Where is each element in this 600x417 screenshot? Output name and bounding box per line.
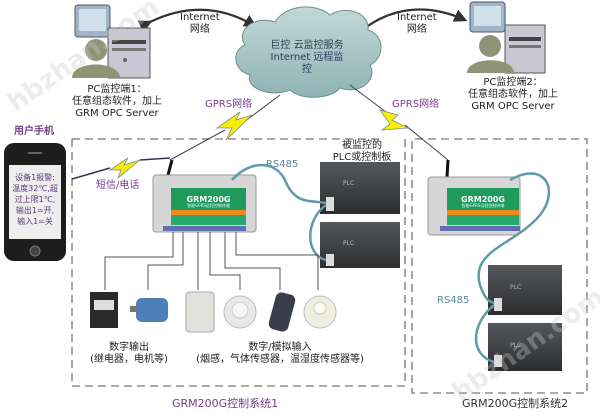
- plc-caption-line2: PLC或控制板: [332, 152, 392, 163]
- device1-model: GRM200G: [186, 195, 231, 204]
- gprs-link-right-2: [404, 124, 449, 161]
- cloud-shape: [235, 6, 382, 98]
- phone-icon: [4, 143, 66, 261]
- plc-unit-1: [320, 162, 400, 214]
- rs485-cable-4: [474, 304, 495, 364]
- plc-label-3: PLC: [510, 284, 522, 291]
- digital-input-line1: 数字/模拟输入: [248, 342, 312, 353]
- rs485-cable-3: [477, 172, 551, 305]
- phone-screen-line: 设备1报警:: [15, 173, 55, 182]
- digital-input-line2: (烟感，气体传感器，温湿度传感器等): [196, 354, 364, 365]
- sms-link: [71, 167, 111, 180]
- pc-monitor-icon-1: [72, 4, 151, 79]
- lightning-icon-left: [215, 111, 253, 141]
- lightning-icon-right: [379, 109, 410, 131]
- system1-label: GRM200G控制系统1: [172, 397, 279, 410]
- smoke-detector-icon: [223, 295, 257, 329]
- pc2-label-line1: PC监控端2：: [483, 77, 543, 88]
- relay-icon: [90, 292, 118, 328]
- pc-monitor-icon-2: [467, 1, 546, 74]
- pc2-label-line3: GRM OPC Server: [471, 101, 555, 112]
- sms-label: 短信/电话: [96, 180, 140, 191]
- pc1-label-line2: 任意组态软件，加上: [72, 96, 162, 107]
- gprs-label-right: GPRS网络: [392, 99, 440, 110]
- plc-label-2: PLC: [343, 240, 355, 247]
- internet-label-left-line1: Internet: [180, 12, 220, 23]
- device2-subtitle: 智能GPRS远程控制终端: [461, 203, 505, 208]
- phone-title: 用户手机: [14, 126, 54, 137]
- io-wires: [104, 232, 319, 290]
- gprs-link-right: [349, 84, 391, 116]
- digital-output-line1: 数字输出: [109, 342, 149, 353]
- rs485-label-2: RS485: [437, 295, 470, 306]
- heat-detector-icon: [303, 295, 337, 329]
- sms-link-2: [139, 157, 171, 161]
- phone-screen-line: 输出1=开,: [15, 206, 55, 215]
- pc1-label: PC监控端1： 任意组态软件，加上 GRM OPC Server: [62, 84, 172, 120]
- plc-caption-line1: 被监控的: [342, 140, 382, 151]
- plc-unit-3: [488, 265, 562, 315]
- pc2-label-line2: 任意组态软件，加上: [468, 89, 558, 100]
- cloud-label: 巨控 云监控服务 Internet 远程监 控: [257, 40, 357, 76]
- cloud-label-line1: 巨控 云监控服务: [270, 40, 344, 51]
- internet-label-right: Internet 网络: [397, 12, 437, 36]
- gprs-link-left-2: [169, 129, 226, 161]
- phone-screen: 设备1报警: 温度32℃,超 过上限1℃, 输出1=开, 输入1=关: [10, 172, 60, 227]
- grm200g-device-1: [152, 159, 257, 233]
- phone-screen-line: 过上限1℃,: [14, 195, 56, 204]
- plc-unit-4: [488, 323, 562, 371]
- cloud-label-line3: 控: [302, 64, 312, 75]
- gprs-label-left: GPRS网络: [205, 99, 253, 110]
- internet-label-left-line2: 网络: [189, 24, 210, 35]
- pc2-label: PC监控端2： 任意组态软件，加上 GRM OPC Server: [458, 77, 568, 113]
- internet-label-right-line2: 网络: [406, 24, 427, 35]
- lightning-icon-sms: [108, 157, 141, 180]
- plc-unit-2: [320, 222, 400, 268]
- internet-label-left: Internet 网络: [180, 12, 220, 36]
- system1-boundary: [71, 138, 406, 387]
- internet-arrow-left: [137, 8, 258, 33]
- phone-screen-line: 输入1=关: [17, 217, 53, 226]
- sensor-box-icon: [185, 291, 215, 333]
- rs485-cable-2: [309, 203, 327, 262]
- pc1-label-line1: PC监控端1：: [87, 84, 147, 95]
- internet-arrow-right: [352, 8, 468, 40]
- internet-label-right-line1: Internet: [397, 12, 437, 23]
- digital-output-label: 数字输出 (继电器，电机等): [84, 342, 174, 366]
- rs485-label-1: RS485: [266, 159, 299, 170]
- gas-sensor-icon: [268, 292, 296, 332]
- digital-input-label: 数字/模拟输入 (烟感，气体传感器，温湿度传感器等): [190, 342, 370, 366]
- device2-model: GRM200G: [461, 195, 505, 204]
- device1-subtitle: 智能GPRS远程控制终端: [187, 203, 230, 208]
- pc1-label-line3: GRM OPC Server: [75, 108, 159, 119]
- plc-label-1: PLC: [343, 180, 355, 187]
- plc-label-4: PLC: [510, 342, 522, 349]
- grm200g-device-2: [427, 159, 521, 236]
- motor-icon: [130, 298, 168, 322]
- plc-caption: 被监控的 PLC或控制板: [322, 140, 402, 164]
- system2-label: GRM200G控制系统2: [462, 397, 569, 410]
- rs485-cable-1: [231, 163, 327, 205]
- cloud-label-line2: Internet 远程监: [270, 52, 344, 63]
- digital-output-line2: (继电器，电机等): [90, 354, 168, 365]
- phone-screen-line: 温度32℃,超: [12, 184, 58, 193]
